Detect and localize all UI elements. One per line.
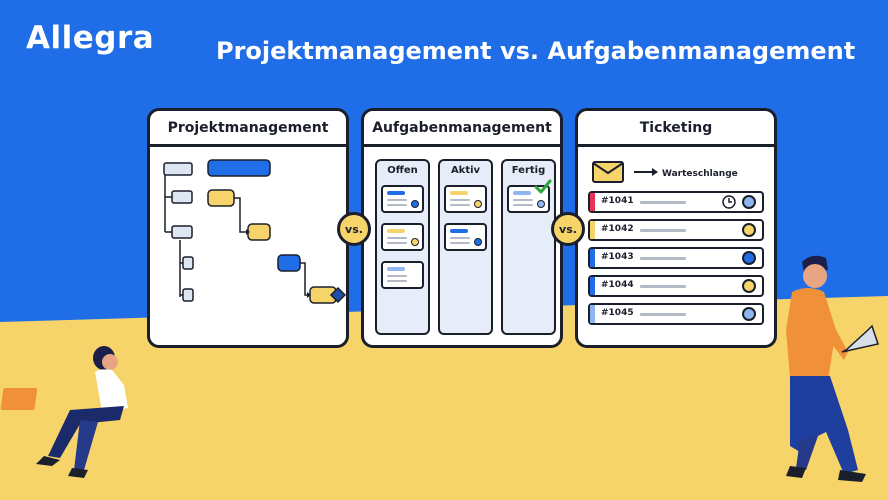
column-title: Fertig: [511, 165, 546, 176]
vs-badge: vs.: [337, 212, 371, 246]
column-title: Offen: [387, 165, 418, 176]
panel-aufgabenmanagement: Aufgabenmanagement Offen Aktiv: [361, 108, 563, 348]
ticket-id: #1044: [601, 280, 634, 290]
ticket-id: #1043: [601, 252, 634, 262]
task-card: [507, 179, 552, 213]
gantt-diagram: [150, 147, 346, 345]
queue-label: Warteschlange: [662, 169, 738, 179]
panel-projektmanagement: Projektmanagement: [147, 108, 349, 348]
ticket-id: #1041: [601, 196, 634, 206]
arrow-right-icon: [634, 168, 658, 176]
task-card: [381, 185, 424, 213]
ticket-id: #1045: [601, 308, 634, 318]
kanban-column-aktiv: Aktiv: [438, 159, 493, 335]
ticket-id: #1042: [601, 224, 634, 234]
ticket-row: #1044: [588, 275, 764, 297]
kanban-column-fertig: Fertig: [501, 159, 556, 335]
checkmark-icon: [534, 179, 552, 194]
task-card: [444, 223, 487, 251]
headline: Projektmanagement vs. Aufgabenmanagement: [216, 37, 856, 65]
brand-logo: Allegra: [26, 20, 155, 56]
gantt-chart-graphic: [163, 159, 346, 304]
panel-title: Aufgabenmanagement: [364, 111, 560, 147]
task-card: [381, 223, 424, 251]
column-title: Aktiv: [450, 165, 481, 176]
task-card: [381, 261, 424, 289]
panel-title: Ticketing: [578, 111, 774, 147]
vs-badge: vs.: [551, 212, 585, 246]
kanban-column-offen: Offen: [375, 159, 430, 335]
panel-title: Projektmanagement: [150, 111, 346, 147]
panel-ticketing: Ticketing Warteschlange #1041: [575, 108, 777, 348]
ticket-row: #1043: [588, 247, 764, 269]
clock-icon: [722, 195, 736, 209]
ticket-row: #1041: [588, 191, 764, 213]
envelope-icon: [592, 161, 624, 183]
ticket-row: #1045: [588, 303, 764, 325]
task-card: [444, 185, 487, 213]
ticket-row: #1042: [588, 219, 764, 241]
